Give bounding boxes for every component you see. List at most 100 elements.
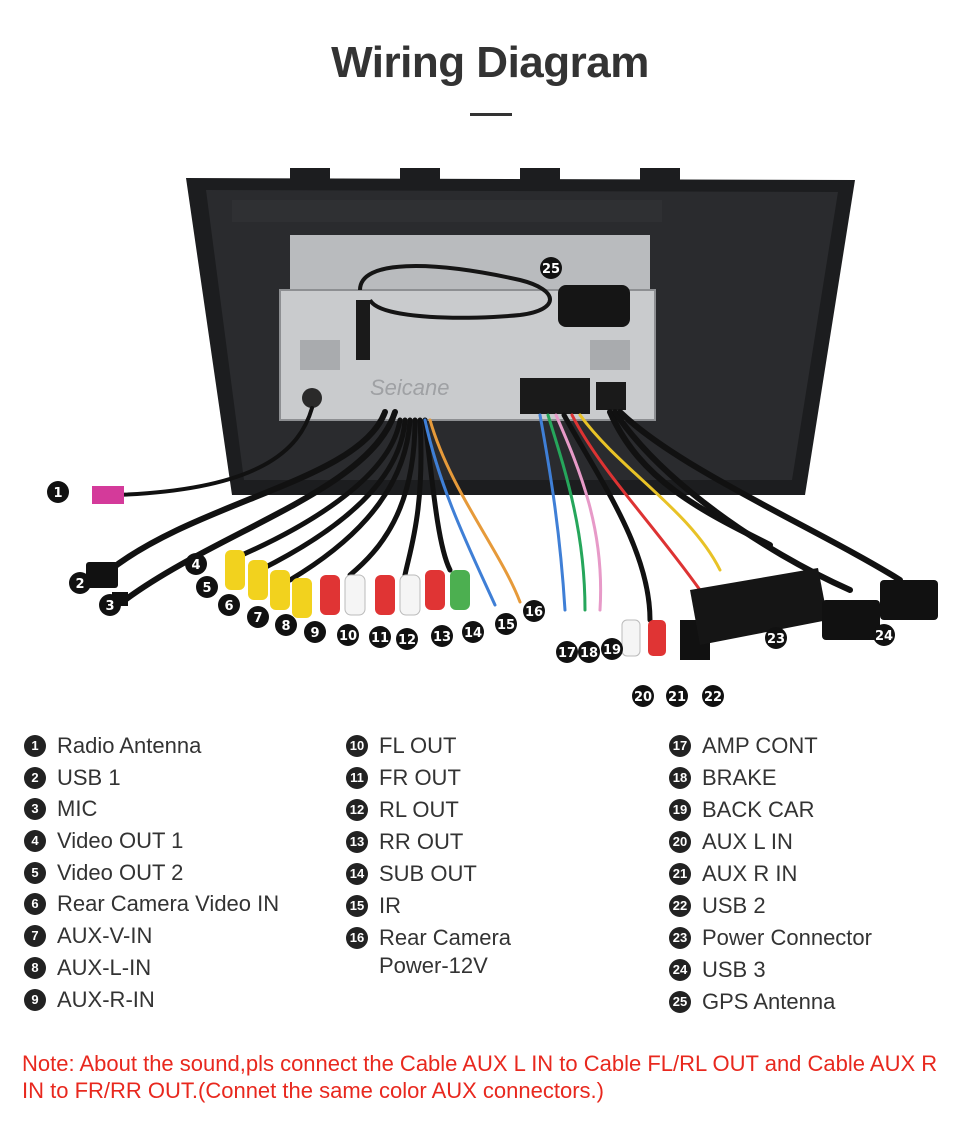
title-underline	[470, 113, 512, 116]
svg-text:18: 18	[580, 646, 598, 661]
callout-9: 9	[304, 621, 326, 643]
svg-text:21: 21	[668, 690, 686, 705]
legend-item: 1 Radio Antenna	[24, 732, 279, 764]
number-badge: 19	[669, 799, 691, 821]
number-badge: 12	[346, 799, 368, 821]
legend-item: 9 AUX-R-IN	[24, 986, 279, 1018]
callout-22: 22	[702, 685, 724, 707]
callout-1: 1	[47, 481, 69, 503]
number-badge: 18	[669, 767, 691, 789]
legend-item: 19 BACK CAR	[669, 796, 872, 828]
svg-text:5: 5	[202, 581, 211, 596]
callout-3: 3	[99, 594, 121, 616]
callout-18: 18	[578, 641, 600, 663]
legend-item: 14 SUB OUT	[346, 860, 511, 892]
legend-label: Video OUT 2	[57, 859, 184, 885]
number-badge: 2	[24, 766, 46, 789]
svg-text:3: 3	[105, 599, 114, 614]
legend-item: 16 Rear Camera Power-12V	[346, 924, 511, 980]
head-unit-chassis: Seicane	[279, 235, 656, 421]
legend-label: FR OUT	[379, 765, 461, 790]
number-badge: 6	[24, 893, 46, 916]
callout-10: 10	[337, 624, 359, 646]
cable-bundle	[107, 406, 903, 623]
callout-25: 25	[540, 257, 562, 279]
legend-label: USB 3	[702, 957, 766, 982]
legend-item: 2 USB 1	[24, 764, 279, 796]
legend-item: 15 IR	[346, 892, 511, 924]
callout-4: 4	[185, 553, 207, 575]
callout-7: 7	[247, 606, 269, 628]
legend-label: AUX-L-IN	[57, 954, 152, 980]
watermark: Seicane	[370, 375, 450, 400]
number-badge: 14	[346, 863, 368, 885]
legend-label: IR	[379, 893, 401, 918]
legend-item: 12 RL OUT	[346, 796, 511, 828]
svg-text:15: 15	[497, 618, 515, 633]
legend-label: AUX L IN	[702, 829, 793, 854]
callout-13: 13	[431, 625, 453, 647]
legend-label: AUX-R-IN	[57, 986, 155, 1012]
legend-label: SUB OUT	[379, 861, 477, 886]
wiring-photo: Seicane	[47, 168, 938, 707]
number-badge: 3	[24, 798, 46, 821]
callout-11: 11	[369, 626, 391, 648]
callout-19: 19	[601, 638, 623, 660]
legend-label: Rear Camera Power-12V	[379, 925, 512, 978]
callout-23: 23	[765, 627, 787, 649]
legend-item: 24 USB 3	[669, 956, 872, 988]
legend-item: 13 RR OUT	[346, 828, 511, 860]
number-badge: 16	[346, 927, 368, 949]
legend-label: AUX-V-IN	[57, 923, 153, 949]
svg-text:12: 12	[398, 633, 416, 648]
number-badge: 24	[669, 959, 691, 981]
number-badge: 7	[24, 925, 46, 948]
number-badge: 5	[24, 861, 46, 884]
svg-text:4: 4	[191, 558, 200, 573]
legend-label: RL OUT	[379, 797, 459, 822]
callout-8: 8	[275, 614, 297, 636]
legend-label: BACK CAR	[702, 797, 815, 822]
number-badge: 10	[346, 735, 368, 757]
number-badge: 8	[24, 956, 46, 979]
page-title: Wiring Diagram	[331, 38, 649, 87]
svg-text:24: 24	[875, 629, 893, 644]
svg-text:22: 22	[704, 690, 722, 705]
svg-text:9: 9	[310, 626, 319, 641]
legend-label: USB 1	[57, 764, 121, 790]
callout-17: 17	[556, 641, 578, 663]
legend-item: 5 Video OUT 2	[24, 859, 279, 891]
legend-item: 17 AMP CONT	[669, 732, 872, 764]
legend-label: Rear Camera Video IN	[57, 891, 280, 917]
legend-label: RR OUT	[379, 829, 464, 854]
svg-text:8: 8	[281, 619, 290, 634]
legend-item: 20 AUX L IN	[669, 828, 872, 860]
svg-text:16: 16	[525, 605, 543, 620]
callout-labels: 1 2 3 4 5 6 7 8 9 10 11 12 13 14 15 16 1…	[47, 257, 895, 707]
callout-20: 20	[632, 685, 654, 707]
number-badge: 15	[346, 895, 368, 917]
number-badge: 9	[24, 988, 46, 1011]
number-badge: 1	[24, 735, 46, 757]
svg-text:20: 20	[634, 690, 652, 705]
gps-antenna	[356, 264, 630, 360]
svg-text:17: 17	[558, 646, 576, 661]
legend-label: AUX R IN	[702, 861, 798, 886]
number-badge: 17	[669, 735, 691, 757]
number-badge: 22	[669, 895, 691, 917]
callout-21: 21	[666, 685, 688, 707]
number-badge: 20	[669, 831, 691, 853]
svg-text:1: 1	[53, 486, 62, 501]
legend-label: Radio Antenna	[57, 733, 202, 758]
legend-label: AMP CONT	[702, 733, 818, 758]
legend-item: 6 Rear Camera Video IN	[24, 890, 279, 922]
sound-connection-note: Note: About the sound,pls connect the Ca…	[22, 1051, 938, 1103]
number-badge: 13	[346, 831, 368, 853]
